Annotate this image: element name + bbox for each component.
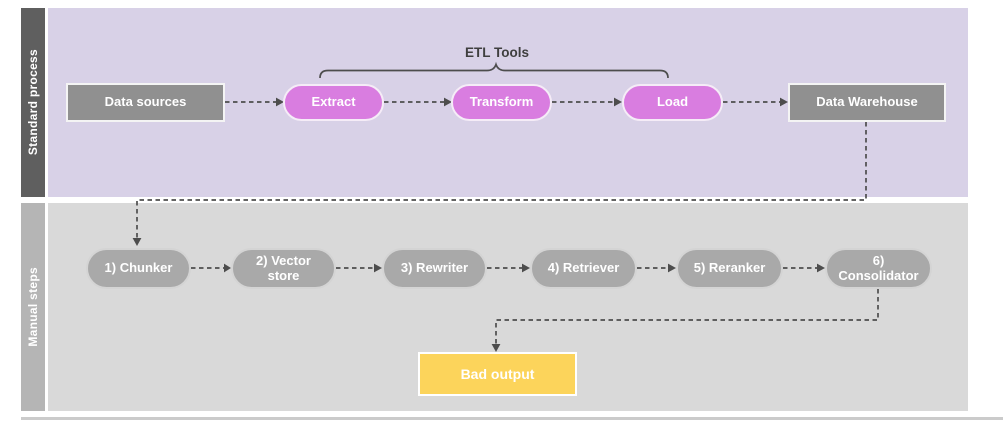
node-transform: Transform	[451, 84, 552, 121]
node-extract: Extract	[283, 84, 384, 121]
node-rewriter: 3) Rewriter	[382, 248, 487, 289]
node-retriever: 4) Retriever	[530, 248, 637, 289]
lane-label-manual-steps: Manual steps	[21, 203, 45, 411]
node-vector-store: 2) Vector store	[231, 248, 336, 289]
node-reranker: 5) Reranker	[676, 248, 783, 289]
node-data-warehouse: Data Warehouse	[788, 83, 946, 122]
bottom-divider	[21, 417, 1003, 420]
node-chunker: 1) Chunker	[86, 248, 191, 289]
lane-label-text: Manual steps	[26, 267, 40, 347]
lane-label-standard-process: Standard process	[21, 8, 45, 197]
node-bad-output: Bad output	[418, 352, 577, 396]
lane-label-text: Standard process	[26, 49, 40, 156]
node-consolidator: 6) Consolidator	[825, 248, 932, 289]
etl-tools-label: ETL Tools	[465, 45, 529, 60]
node-data-sources: Data sources	[66, 83, 225, 122]
node-load: Load	[622, 84, 723, 121]
